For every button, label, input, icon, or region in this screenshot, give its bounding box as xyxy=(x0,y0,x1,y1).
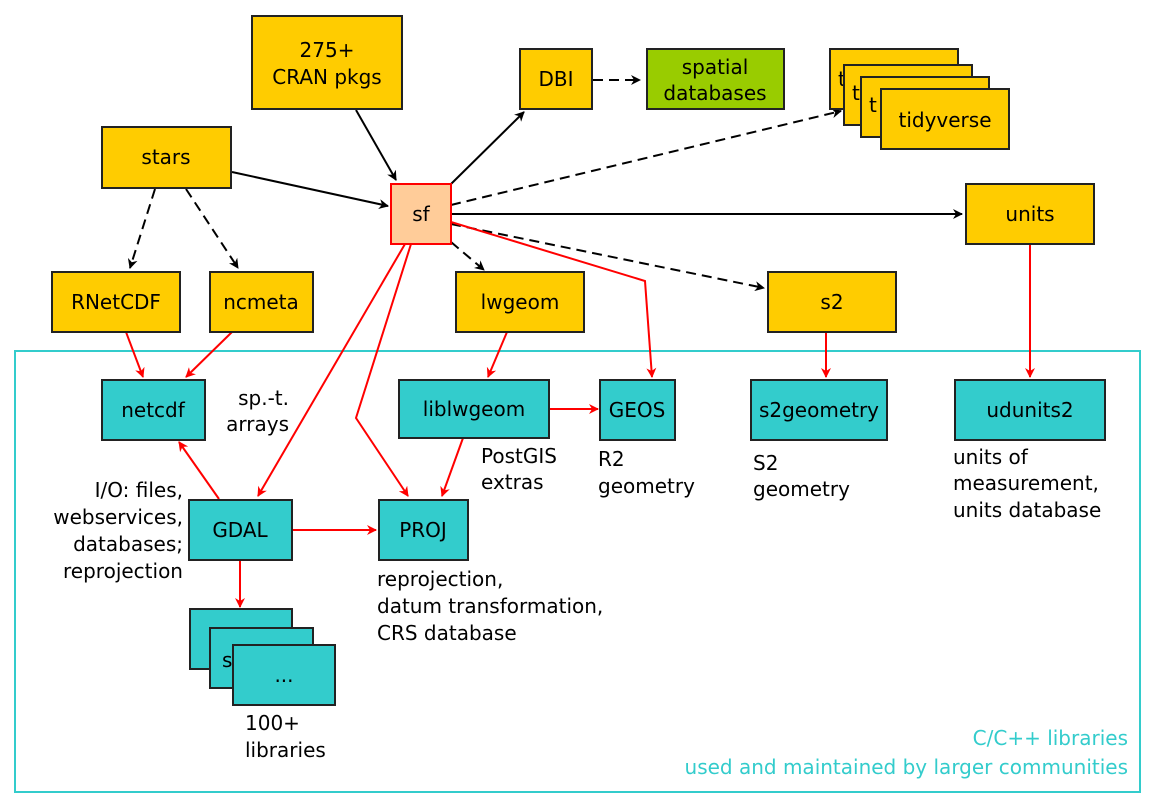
edge-sf-lwgeom xyxy=(450,241,485,271)
annotation-liblwgeom: PostGIS extras xyxy=(481,444,557,494)
annotation-udunits2-line1: units of xyxy=(953,445,1029,469)
annotation-gdal-line3: databases; xyxy=(73,532,183,556)
annotation-s2geometry-line1: S2 xyxy=(753,451,778,475)
annotation-gdal-libs-line2: libraries xyxy=(245,738,326,762)
annotation-gdal-line2: webservices, xyxy=(53,505,183,529)
tidyverse-card-4 xyxy=(880,88,1010,150)
liblwgeom-label: liblwgeom xyxy=(423,397,525,421)
annotation-proj-line3: CRS database xyxy=(377,621,517,645)
tidyverse-card-1-hint: t xyxy=(838,67,846,91)
annotation-netcdf: sp.-t. arrays xyxy=(226,386,289,436)
edge-stars-sf xyxy=(231,171,389,209)
node-netcdf[interactable]: netcdf xyxy=(101,379,206,441)
annotation-udunits2: units of measurement, units database xyxy=(953,445,1101,522)
gdal-label: GDAL xyxy=(212,518,268,542)
edge-sf-gdal xyxy=(257,243,406,497)
ncmeta-label: ncmeta xyxy=(223,290,299,314)
annotation-netcdf-line2: arrays xyxy=(226,412,289,436)
node-sf[interactable]: sf xyxy=(390,183,452,245)
node-geos[interactable]: GEOS xyxy=(599,379,676,441)
node-stars[interactable]: stars xyxy=(101,126,232,189)
annotation-s2geometry: S2 geometry xyxy=(753,451,850,501)
spatial-db-line2: databases xyxy=(663,81,766,105)
node-spatial-databases[interactable]: spatial databases xyxy=(646,48,785,110)
edge-stars-rnetcdf xyxy=(127,188,156,269)
annotation-gdal: I/O: files, webservices, databases; repr… xyxy=(53,478,183,583)
s2-label: s2 xyxy=(820,290,843,314)
units-label: units xyxy=(1005,202,1054,226)
cpp-libraries-group xyxy=(14,350,1141,793)
gdal-libs-card-3 xyxy=(232,644,336,706)
proj-label: PROJ xyxy=(399,518,447,542)
group-title: C/C++ libraries xyxy=(973,726,1128,750)
udunits2-label: udunits2 xyxy=(986,398,1073,422)
node-ncmeta[interactable]: ncmeta xyxy=(209,271,314,333)
node-rnetcdf[interactable]: RNetCDF xyxy=(51,271,181,333)
node-gdal[interactable]: GDAL xyxy=(188,499,293,561)
edge-sf-proj xyxy=(354,243,412,497)
annotation-proj: reprojection, datum transformation, CRS … xyxy=(377,567,603,645)
annotation-proj-line1: reprojection, xyxy=(377,567,503,591)
tidyverse-card-3-hint: t xyxy=(869,93,877,117)
annotation-gdal-line4: reprojection xyxy=(63,559,183,583)
sf-label: sf xyxy=(412,202,430,226)
annotation-geos-line1: R2 xyxy=(598,447,625,471)
edges xyxy=(125,75,1035,608)
edge-sf-dbi xyxy=(450,111,525,185)
annotation-geos-line2: geometry xyxy=(598,474,695,498)
annotation-gdal-libs-line1: 100+ xyxy=(245,711,300,735)
rnetcdf-label: RNetCDF xyxy=(71,290,161,314)
lwgeom-label: lwgeom xyxy=(481,290,560,314)
edge-rnetcdf-netcdf xyxy=(125,331,145,378)
gdal-libs-label: ... xyxy=(274,663,293,687)
node-liblwgeom[interactable]: liblwgeom xyxy=(398,379,550,439)
annotation-netcdf-line1: sp.-t. xyxy=(238,386,289,410)
s2geometry-label: s2geometry xyxy=(759,398,879,422)
node-lwgeom[interactable]: lwgeom xyxy=(455,271,585,333)
group-subtitle: used and maintained by larger communitie… xyxy=(685,755,1128,779)
annotation-geos: R2 geometry xyxy=(598,447,695,498)
node-s2geometry[interactable]: s2geometry xyxy=(750,379,888,441)
edge-ncmeta-netcdf xyxy=(185,331,233,378)
node-proj[interactable]: PROJ xyxy=(378,499,469,561)
dbi-label: DBI xyxy=(538,67,573,91)
stars-label: stars xyxy=(141,145,190,169)
spatial-db-line1: spatial xyxy=(682,55,749,79)
node-units[interactable]: units xyxy=(965,183,1095,245)
annotation-udunits2-line3: units database xyxy=(953,498,1101,522)
tidyverse-card-2-hint: t xyxy=(852,81,860,105)
edge-sf-tidyverse xyxy=(450,108,842,206)
edge-lwgeom-liblwgeom xyxy=(486,331,508,378)
edge-gdal-netcdf xyxy=(178,441,220,500)
edge-liblwgeom-proj xyxy=(440,437,464,497)
cran-label: CRAN pkgs xyxy=(272,65,381,89)
annotation-udunits2-line2: measurement, xyxy=(953,471,1099,495)
edge-sf-geos xyxy=(450,221,657,378)
annotation-liblwgeom-line2: extras xyxy=(481,470,544,494)
annotation-proj-line2: datum transformation, xyxy=(377,594,603,618)
node-gdal-libraries-stack[interactable]: s ... xyxy=(189,608,336,706)
node-tidyverse-stack[interactable]: t t t tidyverse xyxy=(829,48,1010,150)
netcdf-label: netcdf xyxy=(121,398,186,422)
node-udunits2[interactable]: udunits2 xyxy=(954,379,1106,441)
geos-label: GEOS xyxy=(609,398,666,422)
gdal-libs-card-2-hint: s xyxy=(222,648,232,672)
node-cran-packages[interactable]: 275+ CRAN pkgs xyxy=(251,15,403,110)
cran-count: 275+ xyxy=(300,38,355,62)
annotation-gdal-line1: I/O: files, xyxy=(95,478,183,502)
edge-cran-sf xyxy=(355,109,397,181)
node-dbi[interactable]: DBI xyxy=(519,48,593,110)
annotation-gdal-libraries: 100+ libraries xyxy=(245,711,326,762)
edge-stars-ncmeta xyxy=(185,188,239,269)
tidyverse-label: tidyverse xyxy=(898,108,991,132)
edge-sf-s2 xyxy=(450,223,765,292)
annotation-s2geometry-line2: geometry xyxy=(753,477,850,501)
annotation-liblwgeom-line1: PostGIS xyxy=(481,444,557,468)
node-s2[interactable]: s2 xyxy=(767,271,897,333)
